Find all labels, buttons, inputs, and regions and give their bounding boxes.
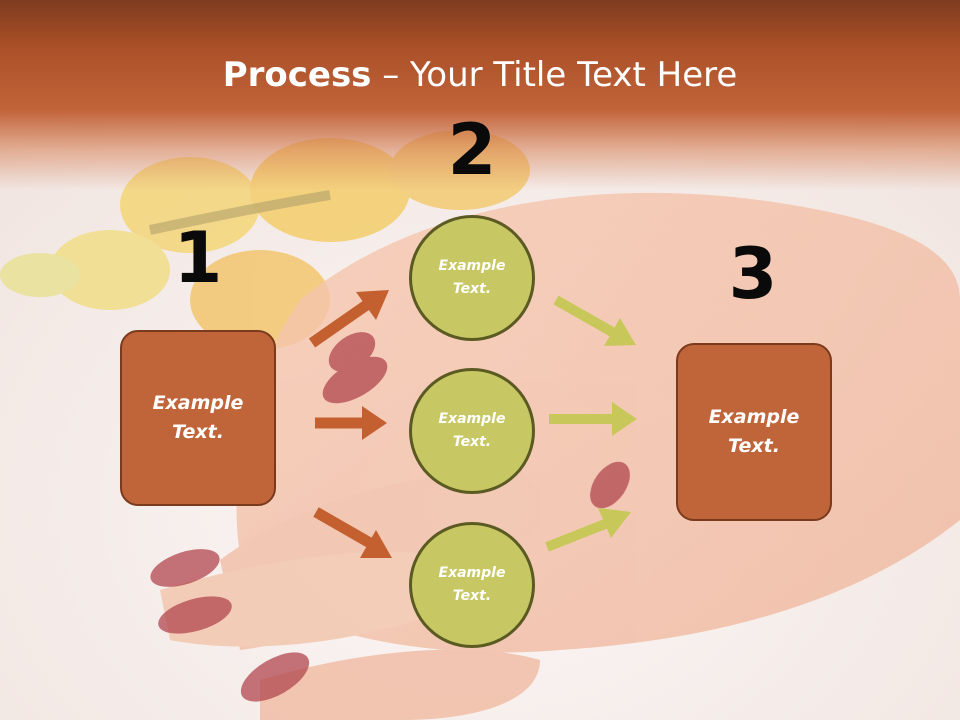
step2-circle-top: Example Text. [409, 215, 535, 341]
arrow-top-to-step3 [553, 295, 636, 346]
arrow-step1-to-bottom [313, 507, 392, 558]
step2-circle-top-text: Example Text. [438, 258, 506, 297]
nails [150, 332, 630, 702]
title-banner [0, 0, 960, 190]
step3-box: Example Text. [676, 343, 832, 521]
step-number-1: 1 [173, 217, 223, 299]
step2-circle-bottom: Example Text. [409, 522, 535, 648]
title-bold: Process [222, 55, 372, 95]
step1-box: Example Text. [120, 330, 276, 506]
step2-circle-middle-text: Example Text. [438, 411, 506, 450]
arrow-step1-to-top [308, 290, 389, 348]
arrow-step1-to-middle [315, 406, 387, 440]
step2-circle-middle: Example Text. [409, 368, 535, 494]
title-rest: – Your Title Text Here [371, 55, 738, 95]
slide-title: Process – Your Title Text Here [0, 52, 960, 98]
arrow-middle-to-step3 [549, 402, 637, 436]
step2-circle-bottom-text: Example Text. [438, 565, 506, 604]
step3-text: Example Text. [708, 406, 800, 457]
step1-text: Example Text. [152, 392, 244, 443]
step-number-2: 2 [447, 109, 497, 191]
step-number-3: 3 [728, 233, 778, 315]
arrow-bottom-to-step3 [545, 508, 631, 552]
